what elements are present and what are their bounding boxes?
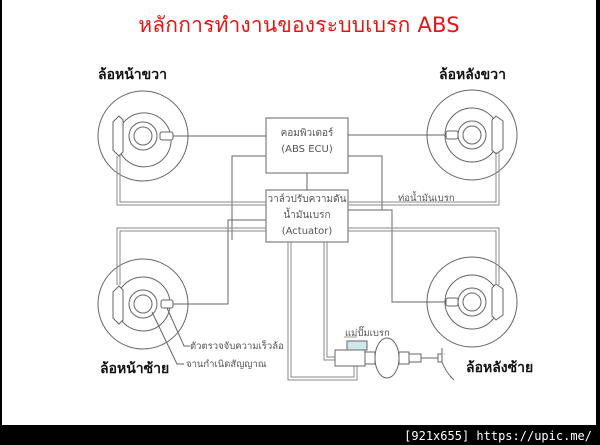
- abs-ecu-box: [265, 117, 349, 174]
- actuator-label: วาล์วปรับความดัน น้ำมันเบรก (Actuator): [266, 192, 348, 240]
- master-cylinder-assembly: [334, 337, 455, 381]
- actuator-line-2: น้ำมันเบรก: [283, 210, 331, 221]
- label-brake-pipe: ท่อน้ำมันเบรก: [398, 193, 455, 204]
- front-left-wheel: [97, 258, 189, 350]
- ecu-label: คอมพิวเตอร์ (ABS ECU): [266, 126, 348, 158]
- label-wheel-speed-sensor: ตัวตรวจจับความเร็วล้อ: [190, 341, 284, 352]
- diagram-canvas: หลักการทำงานของระบบเบรก ABS ล้อหน้าขวา ล…: [2, 0, 596, 425]
- front-right-wheel: [97, 90, 189, 182]
- rear-left-wheel: [426, 256, 518, 348]
- label-rear-right-wheel: ล้อหลังขวา: [439, 67, 506, 83]
- actuator-box: [265, 189, 349, 243]
- ecu-line-1: คอมพิวเตอร์: [280, 128, 334, 139]
- watermark-footer: [921x655] https://upic.me/: [404, 429, 592, 443]
- sensor-wire-rl: [348, 209, 446, 303]
- diagram-title: หลักการทำงานของระบบเบรก ABS: [138, 13, 460, 37]
- label-signal-rotor: จานกำเนิดสัญญาณ: [186, 359, 267, 370]
- actuator-line-1: วาล์วปรับความดัน: [267, 194, 347, 205]
- label-master-cylinder: แม่ปั๊มเบรก: [345, 328, 390, 339]
- actuator-line-3: (Actuator): [281, 226, 333, 237]
- label-rear-left-wheel: ล้อหลังซ้าย: [466, 360, 534, 376]
- label-front-left-wheel: ล้อหน้าซ้าย: [100, 361, 170, 377]
- abs-diagram-svg: [97, 89, 518, 381]
- ecu-line-2: (ABS ECU): [281, 144, 333, 155]
- label-front-right-wheel: ล้อหน้าขวา: [98, 67, 167, 83]
- sensor-wire-fl: [173, 219, 266, 305]
